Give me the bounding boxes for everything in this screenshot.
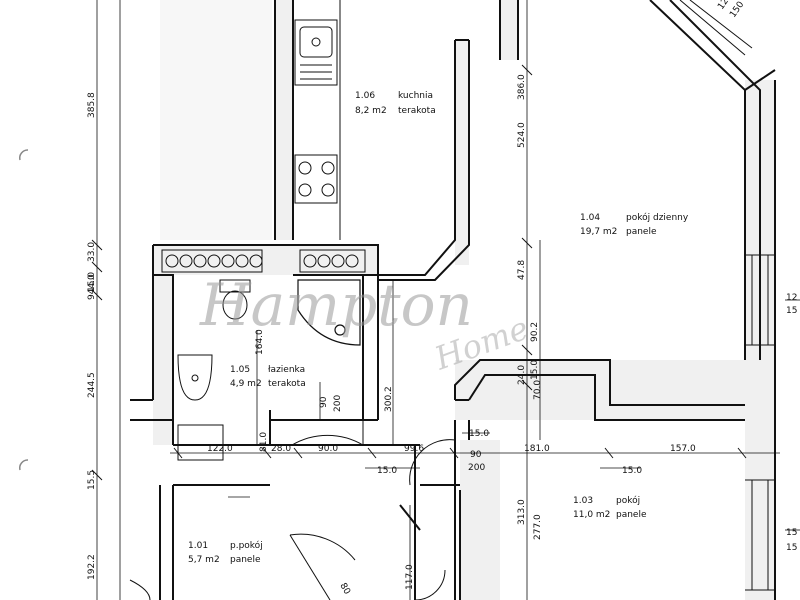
watermark-main: Hampton: [199, 271, 473, 339]
binder-holes: [19, 149, 29, 471]
bathroom-washbasin: [177, 354, 213, 401]
shower-tray: [297, 279, 361, 346]
dim-label: 80: [337, 582, 352, 597]
room-floor: panele: [616, 510, 647, 520]
middle-dimension-labels: 386.0 524.0 47.8 90.2 15.0 24.0 70.0 300…: [255, 74, 543, 597]
room-area: 4,9 m2: [230, 379, 262, 389]
room-floor: terakota: [268, 379, 306, 389]
dim-label: 15: [786, 528, 797, 538]
room-area: 19,7 m2: [580, 227, 617, 237]
room-id: 1.05: [230, 365, 250, 375]
dim-label: 300.2: [384, 386, 394, 412]
room-1-01-label: 1.01 p.pokój 5,7 m2 panele: [188, 540, 263, 565]
dim-label: 24.0: [517, 365, 527, 385]
dim-label: 99.6: [404, 444, 424, 454]
dim-label: 122.0: [207, 444, 233, 454]
dim-label: 15.0: [377, 466, 397, 476]
dim-label: 81.0: [259, 432, 269, 452]
dim-label: 524.0: [517, 122, 527, 148]
door-swings: [129, 420, 456, 600]
walls: [130, 0, 776, 600]
dim-label: 15: [786, 306, 797, 316]
dim-label: 15: [786, 543, 797, 553]
dim-label: 313.0: [517, 499, 527, 525]
dim-label: 15.0: [530, 360, 540, 380]
dim-label: 200: [333, 395, 343, 412]
bathroom-toilet: [219, 279, 251, 320]
dim-label: 15.0: [469, 429, 489, 439]
room-area: 5,7 m2: [188, 555, 220, 565]
dimension-lines: [96, 0, 800, 600]
kitchen-stove: [294, 154, 338, 204]
washing-machine: [177, 424, 224, 461]
room-1-04-label: 1.04 pokój dzienny 19,7 m2 panele: [580, 212, 689, 237]
room-id: 1.06: [355, 91, 375, 101]
dim-label: 12: [716, 0, 731, 12]
room-name: pokój dzienny: [626, 212, 689, 223]
dim-label: 28.0: [271, 444, 291, 454]
dim-label: 944.0: [87, 274, 97, 300]
dim-label: 90: [470, 450, 482, 460]
wall-shading: [160, 0, 272, 240]
dim-label: 385.8: [87, 92, 97, 118]
room-name: kuchnia: [398, 91, 433, 101]
dim-label: 90.2: [530, 322, 540, 342]
room-1-03-label: 1.03 pokój 11,0 m2 panele: [573, 495, 647, 520]
dim-label: 192.2: [87, 554, 97, 580]
dim-label: 33.0: [87, 242, 97, 262]
dimension-ticks: [91, 64, 747, 481]
dim-label: 200: [468, 463, 485, 473]
room-floor: terakota: [398, 106, 436, 116]
dim-label: 90.0: [318, 444, 338, 454]
dim-label: 15.0: [87, 272, 97, 292]
room-id: 1.03: [573, 496, 593, 506]
room-1-05-label: 1.05 łazienka 4,9 m2 terakota: [230, 365, 306, 389]
room-1-06-label: 1.06 kuchnia 8,2 m2 terakota: [355, 91, 436, 116]
kitchen-sink: [294, 19, 338, 86]
room-name: p.pokój: [230, 540, 263, 551]
room-area: 8,2 m2: [355, 106, 387, 116]
room-floor: panele: [626, 227, 657, 237]
horizontal-dimension-labels: 122.0 28.0 90.0 15.0 99.6 90 200 181.0 1…: [207, 429, 696, 476]
dim-label: 181.0: [524, 444, 550, 454]
left-dimension-labels: 385.8 944.0 33.0 15.0 244.5 15.5 192.2: [87, 92, 97, 580]
dim-label: 15.0: [622, 466, 642, 476]
dim-label: 90: [319, 396, 329, 408]
dim-label: 12: [786, 293, 797, 303]
room-floor: panele: [230, 555, 261, 565]
dim-label: 244.5: [87, 372, 97, 398]
dim-label: 15.5: [87, 470, 97, 490]
dim-label: 47.8: [517, 260, 527, 280]
room-id: 1.04: [580, 213, 600, 223]
dim-label: 277.0: [533, 514, 543, 540]
radiator-row: [161, 249, 366, 273]
room-name: pokój: [616, 495, 640, 506]
dim-label: 164.0: [255, 329, 265, 355]
room-area: 11,0 m2: [573, 510, 610, 520]
dim-label: 150: [728, 0, 746, 20]
windows: [679, 0, 775, 591]
dim-label: 117.0: [405, 564, 415, 590]
room-id: 1.01: [188, 541, 208, 551]
dim-label: 157.0: [670, 444, 696, 454]
room-name: łazienka: [268, 365, 305, 375]
dim-label: 386.0: [517, 74, 527, 100]
dim-label: 70.0: [533, 380, 543, 400]
